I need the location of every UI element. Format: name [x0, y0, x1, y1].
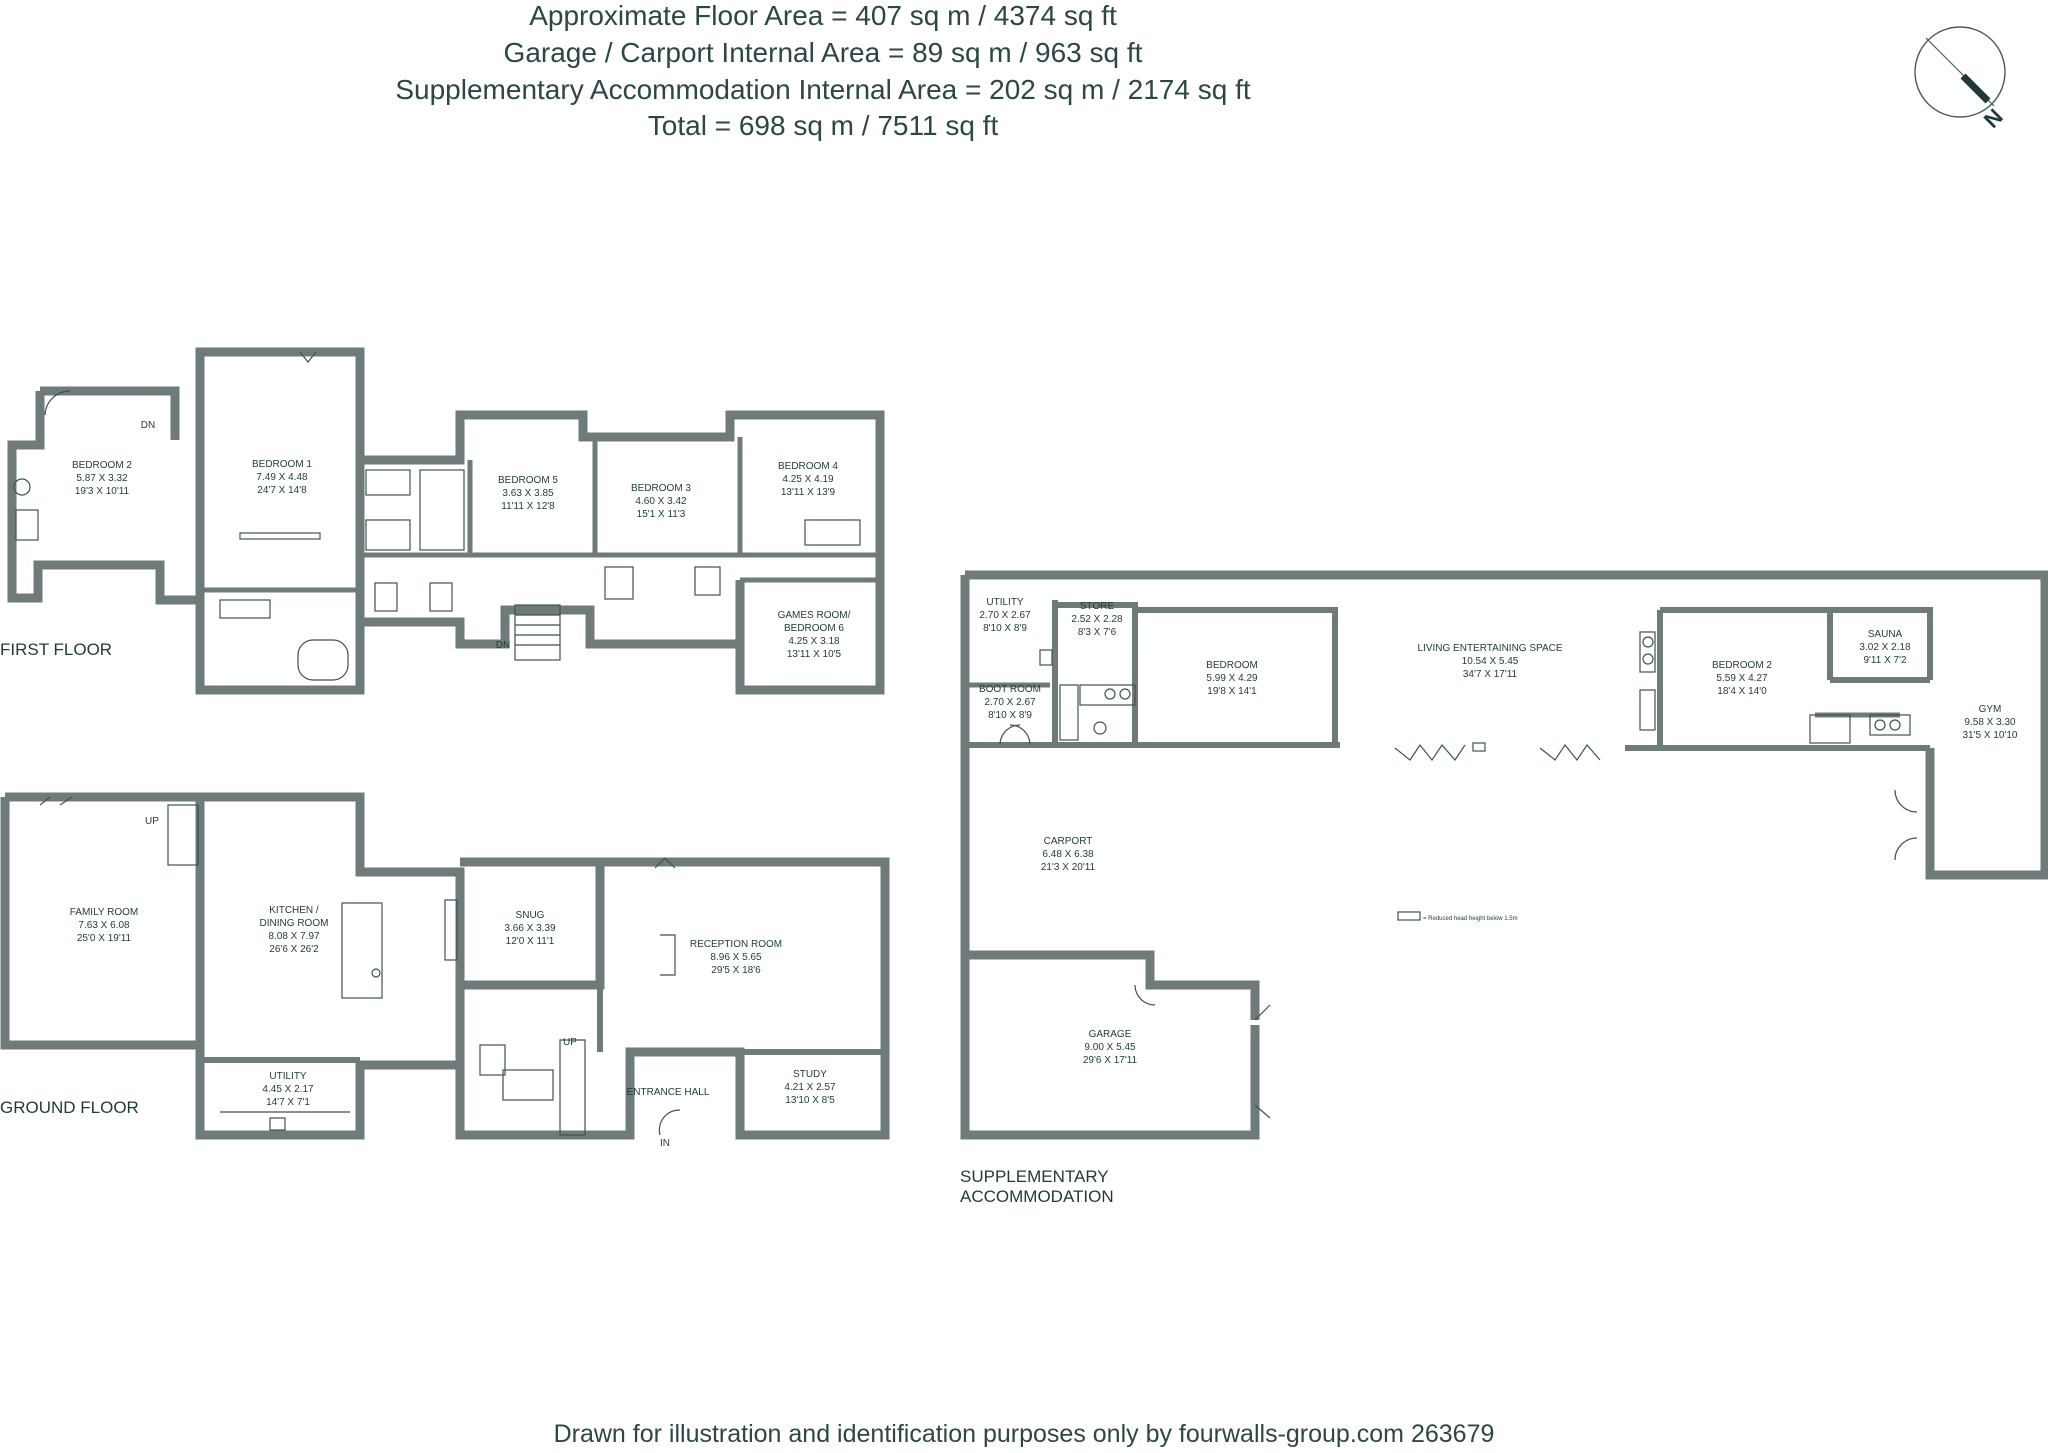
room-name: BEDROOM 4	[778, 461, 838, 472]
room-size-ft: 34'7 X 17'11	[1463, 669, 1518, 680]
room-name: BEDROOM 3	[631, 483, 691, 494]
room-size-m: 9.00 X 5.45	[1084, 1042, 1136, 1053]
room-size-m: 4.60 X 3.42	[635, 496, 687, 507]
room-size-ft: 15'1 X 11'3	[637, 509, 686, 520]
area-line-supplementary: Supplementary Accommodation Internal Are…	[395, 74, 1251, 105]
room-size-ft: 19'3 X 10'11	[75, 486, 130, 497]
room-size-m: 5.59 X 4.27	[1716, 673, 1768, 684]
room-name: FAMILY ROOM	[70, 907, 139, 918]
room-size-m: 8.96 X 5.65	[710, 952, 762, 963]
compass-north-label: N	[1979, 104, 2008, 133]
room-size-m: 2.70 X 2.67	[984, 697, 1036, 708]
room-size-ft: 9'11 X 7'2	[1863, 655, 1907, 666]
room-size-m: 4.21 X 2.57	[784, 1082, 836, 1093]
room-size-ft: 13'10 X 8'5	[785, 1095, 835, 1106]
room-name: GYM	[1979, 704, 2002, 715]
room-size-m: 8.08 X 7.97	[268, 931, 320, 942]
room-name: UTILITY	[986, 597, 1024, 608]
room-name: CARPORT	[1044, 836, 1093, 847]
supplementary-label-1: SUPPLEMENTARY	[960, 1167, 1109, 1186]
room-size-m: 9.58 X 3.30	[1964, 717, 2016, 728]
supplementary-walls	[960, 570, 2048, 1140]
room-size-ft: 26'6 X 26'2	[269, 944, 319, 955]
room-size-ft: 14'7 X 7'1	[266, 1097, 310, 1108]
room-name: BOOT ROOM	[979, 684, 1041, 695]
area-line-total: Total = 698 sq m / 7511 sq ft	[647, 110, 999, 141]
room-size-m: 5.87 X 3.32	[76, 473, 128, 484]
room-size-m: 4.45 X 2.17	[262, 1084, 314, 1095]
stair-mark: UP	[563, 1037, 577, 1048]
room-size-ft: 29'6 X 17'11	[1083, 1055, 1138, 1066]
room-name: GAMES ROOM/	[778, 610, 851, 621]
entrance-mark: IN	[660, 1138, 670, 1149]
ground-floor-walls	[0, 792, 890, 1140]
room-name: BEDROOM 2	[72, 460, 132, 471]
room-size-ft: 8'10 X 8'9	[983, 623, 1027, 634]
room-name: BEDROOM 2	[1712, 660, 1772, 671]
room-name: STORE	[1080, 601, 1115, 612]
room-size-ft: 24'7 X 14'8	[257, 485, 307, 496]
room-name: RECEPTION ROOM	[690, 939, 782, 950]
room-size-m: 4.25 X 3.18	[788, 636, 840, 647]
room-name: BEDROOM	[1206, 660, 1258, 671]
room-size-ft: 29'5 X 18'6	[711, 965, 761, 976]
room-size-m: 7.63 X 6.08	[78, 920, 130, 931]
area-line-floor: Approximate Floor Area = 407 sq m / 4374…	[529, 0, 1117, 31]
room-size-ft: 8'3 X 7'6	[1078, 627, 1117, 638]
room-size-ft: 21'3 X 20'11	[1041, 862, 1096, 873]
first-floor-walls	[7, 347, 885, 695]
room-name: ENTRANCE HALL	[627, 1087, 710, 1098]
room-name: UTILITY	[269, 1071, 307, 1082]
room-name: BEDROOM 5	[498, 475, 558, 486]
room-size-m: 3.66 X 3.39	[504, 923, 556, 934]
room-size-m: 2.70 X 2.67	[979, 610, 1031, 621]
room-size-m: 7.49 X 4.48	[256, 472, 308, 483]
room-size-ft: 12'0 X 11'1	[506, 936, 555, 947]
footer-disclaimer: Drawn for illustration and identificatio…	[553, 1420, 1495, 1448]
room-size-m: 3.63 X 3.85	[502, 488, 554, 499]
legend-text: = Reduced head height below 1.5m	[1423, 916, 1518, 922]
room-size-m: 4.25 X 4.19	[782, 474, 834, 485]
room-size-ft: 13'11 X 13'9	[781, 487, 836, 498]
room-name: KITCHEN /	[269, 905, 319, 916]
room-size-ft: 11'11 X 12'8	[501, 501, 555, 512]
room-size-m: 5.99 X 4.29	[1206, 673, 1258, 684]
room-size-ft: 25'0 X 19'11	[77, 933, 132, 944]
stair-mark: DN	[496, 640, 510, 651]
supplementary-label-2: ACCOMMODATION	[960, 1187, 1114, 1206]
room-name: LIVING ENTERTAINING SPACE	[1417, 643, 1562, 654]
room-size-m: 3.02 X 2.18	[1859, 642, 1911, 653]
first-floor-label: FIRST FLOOR	[0, 640, 113, 659]
room-name: GARAGE	[1089, 1029, 1132, 1040]
room-size-ft: 13'11 X 10'5	[787, 649, 842, 660]
area-line-garage: Garage / Carport Internal Area = 89 sq m…	[503, 37, 1143, 68]
room-size-ft: 8'10 X 8'9	[988, 710, 1032, 721]
compass-icon	[1914, 26, 2006, 118]
room-name: BEDROOM 1	[252, 459, 312, 470]
room-name: SNUG	[516, 910, 545, 921]
room-name: SAUNA	[1868, 629, 1903, 640]
room-size-ft: 31'5 X 10'10	[1963, 730, 2018, 741]
ground-floor-label: GROUND FLOOR	[0, 1098, 139, 1117]
stair-mark: UP	[145, 816, 159, 827]
room-name-2: BEDROOM 6	[784, 623, 844, 634]
room-name-2: DINING ROOM	[260, 918, 329, 929]
room-size-ft: 18'4 X 14'0	[1717, 686, 1767, 697]
room-size-m: 2.52 X 2.28	[1071, 614, 1123, 625]
room-size-m: 10.54 X 5.45	[1462, 656, 1519, 667]
room-size-ft: 19'8 X 14'1	[1207, 686, 1257, 697]
stair-mark: DN	[141, 420, 155, 431]
room-name: STUDY	[793, 1069, 827, 1080]
room-size-m: 6.48 X 6.38	[1042, 849, 1094, 860]
